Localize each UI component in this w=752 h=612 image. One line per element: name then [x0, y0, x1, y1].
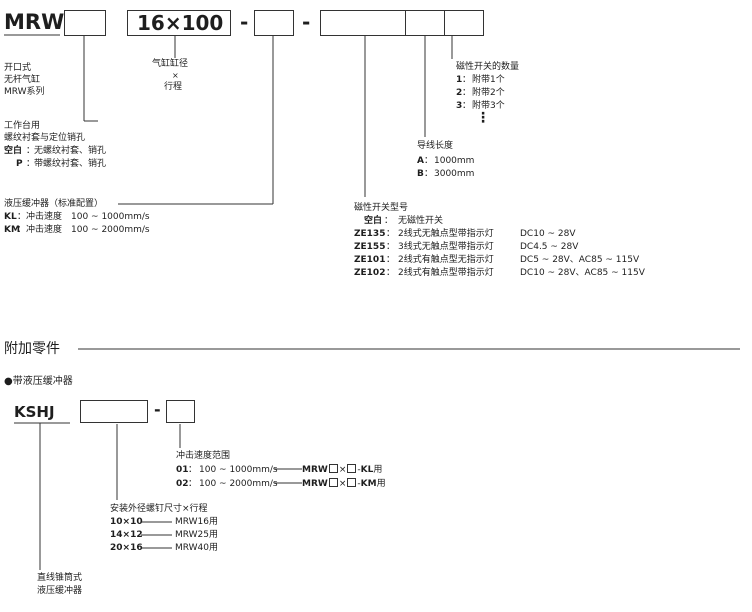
model-prefix: MRW [4, 10, 65, 34]
dash-1: - [240, 10, 249, 34]
kshj-size-box [80, 400, 148, 423]
speed-title: 冲击速度范围 [176, 451, 231, 461]
model-key-ze135: ZE135 [354, 229, 386, 239]
model-key-ze155: ZE155 [354, 242, 386, 252]
model-desc-ze135: 2线式无触点型带指示灯 [398, 229, 494, 239]
bore-stroke-box [127, 10, 231, 36]
count-title: 磁性开关的数量 [456, 62, 520, 72]
speed-text-02: 100 ~ 2000mm/s [199, 479, 278, 489]
model-desc-ze101: 2线式有触点型无指示灯 [398, 255, 494, 265]
switch-model-box [320, 10, 406, 36]
model-volt-ze135: DC10 ~ 28V [520, 229, 576, 239]
mount-line-2: 无杆气缸 [4, 75, 41, 85]
lead-key-a: A [417, 156, 424, 166]
count-key-1: 1 [456, 75, 463, 85]
table-title: 工作台用 [4, 121, 41, 131]
blank-square-icon [347, 478, 357, 487]
model-volt-ze155: DC4.5 ~ 28V [520, 242, 579, 252]
model-desc-ze155: 3线式无触点型带指示灯 [398, 242, 494, 252]
model-key-blank: 空白 [364, 216, 383, 226]
blank-square-icon [328, 464, 338, 473]
shock-text-km: 冲击速度 100 ~ 2000mm/s [26, 225, 150, 235]
bore-line-2: × [172, 71, 179, 80]
blank-square-icon [328, 478, 338, 487]
lead-title: 导线长度 [417, 141, 454, 151]
speed-ref-02: MRW×-KM用 [302, 478, 386, 489]
shock-code-box [254, 10, 294, 36]
table-text-p: 带螺纹衬套、销孔 [34, 159, 107, 169]
count-text-1: 附带1个 [472, 75, 505, 85]
lead-length-box [405, 10, 445, 36]
size-text-2: MRW25用 [175, 530, 219, 540]
accessories-subheading: ●带液压缓冲器 [4, 376, 73, 387]
shock-key-km: KM [4, 225, 20, 235]
mount-line-3: MRW系列 [4, 87, 45, 97]
model-key-ze101: ZE101 [354, 255, 386, 265]
count-key-3: 3 [456, 101, 463, 111]
bore-stroke-value: 16×100 [137, 11, 224, 35]
speed-key-02: 02 [176, 479, 189, 489]
lead-key-b: B [417, 169, 424, 179]
table-code-box [64, 10, 106, 36]
speed-key-01: 01 [176, 465, 189, 475]
dash-2: - [302, 10, 311, 34]
speed-text-01: 100 ~ 1000mm/s [199, 465, 278, 475]
bore-line-1: 气缸缸径 [152, 59, 189, 69]
model-desc-ze102: 2线式有触点型带指示灯 [398, 268, 494, 278]
switch-count-box [444, 10, 484, 36]
lead-text-a: 1000mm [434, 156, 475, 166]
mount-line-1: 开口式 [4, 63, 32, 73]
size-text-3: MRW40用 [175, 543, 219, 553]
table-key-blank: 空白 [4, 146, 23, 156]
model-text-blank: 无磁性开关 [398, 216, 444, 226]
count-text-3: 附带3个 [472, 101, 505, 111]
model-volt-ze102: DC10 ~ 28V、AC85 ~ 115V [520, 268, 645, 278]
type-line-2: 液压缓冲器 [37, 586, 83, 596]
table-key-p: P [16, 159, 23, 169]
size-text-1: MRW16用 [175, 517, 219, 527]
shock-title: 液压缓冲器（标准配置） [4, 199, 104, 209]
blank-square-icon [347, 464, 357, 473]
kshj-code: KSHJ [14, 403, 55, 421]
model-title: 磁性开关型号 [354, 203, 409, 213]
shock-key-kl: KL [4, 212, 17, 222]
speed-ref-01: MRW×-KL用 [302, 464, 383, 475]
shock-text-kl: 冲击速度 100 ~ 1000mm/s [26, 212, 150, 222]
table-text-blank: 无螺纹衬套、销孔 [34, 146, 107, 156]
model-key-ze102: ZE102 [354, 268, 386, 278]
lead-text-b: 3000mm [434, 169, 475, 179]
kshj-dash: - [154, 400, 161, 419]
count-text-2: 附带2个 [472, 88, 505, 98]
model-volt-ze101: DC5 ~ 28V、AC85 ~ 115V [520, 255, 640, 265]
count-more-icon: ⋮ [476, 110, 490, 126]
size-key-1: 10×10 [110, 517, 143, 527]
bore-line-3: 行程 [164, 82, 183, 92]
size-key-2: 14×12 [110, 530, 143, 540]
kshj-speed-box [166, 400, 195, 423]
accessories-heading: 附加零件 [4, 341, 60, 357]
type-line-1: 直线锥筒式 [37, 573, 83, 583]
size-key-3: 20×16 [110, 543, 143, 553]
count-key-2: 2 [456, 88, 463, 98]
table-title-2: 螺纹衬套与定位销孔 [4, 133, 86, 143]
size-title: 安装外径螺钉尺寸×行程 [110, 504, 208, 514]
